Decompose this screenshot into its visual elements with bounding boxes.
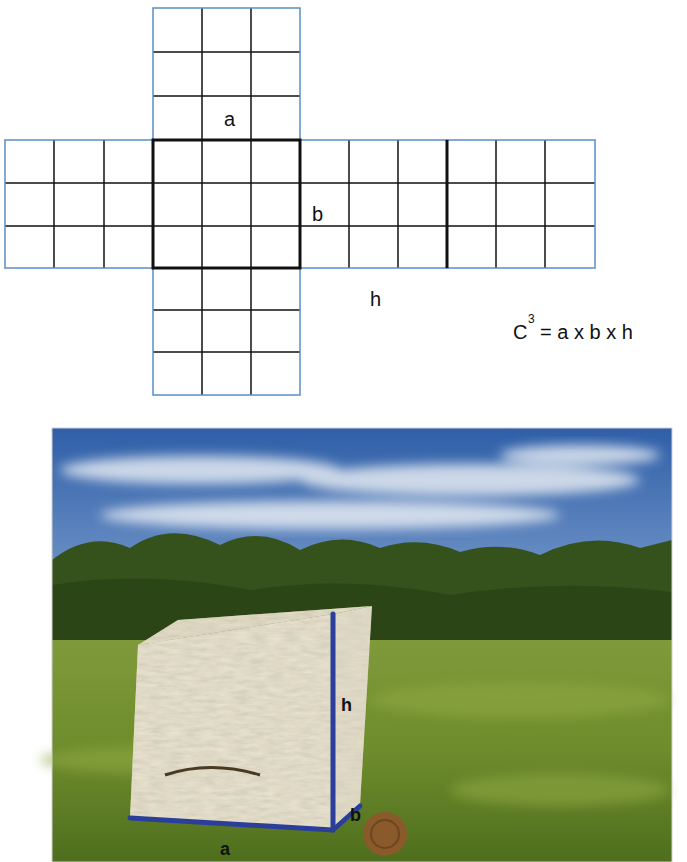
dimension-label: b [310,203,325,225]
formula-symbol: C [513,322,527,342]
cube-net [5,8,595,395]
dimension-label: h [341,696,352,714]
dimension-label: a [222,108,237,130]
formula-exponent: 3 [528,313,535,325]
formula-text: = a x b x h [540,322,633,342]
dimension-label: a [220,840,230,858]
dimension-label: h [368,288,383,310]
dimension-label: b [350,806,361,824]
hay-bale-photo [40,428,672,862]
